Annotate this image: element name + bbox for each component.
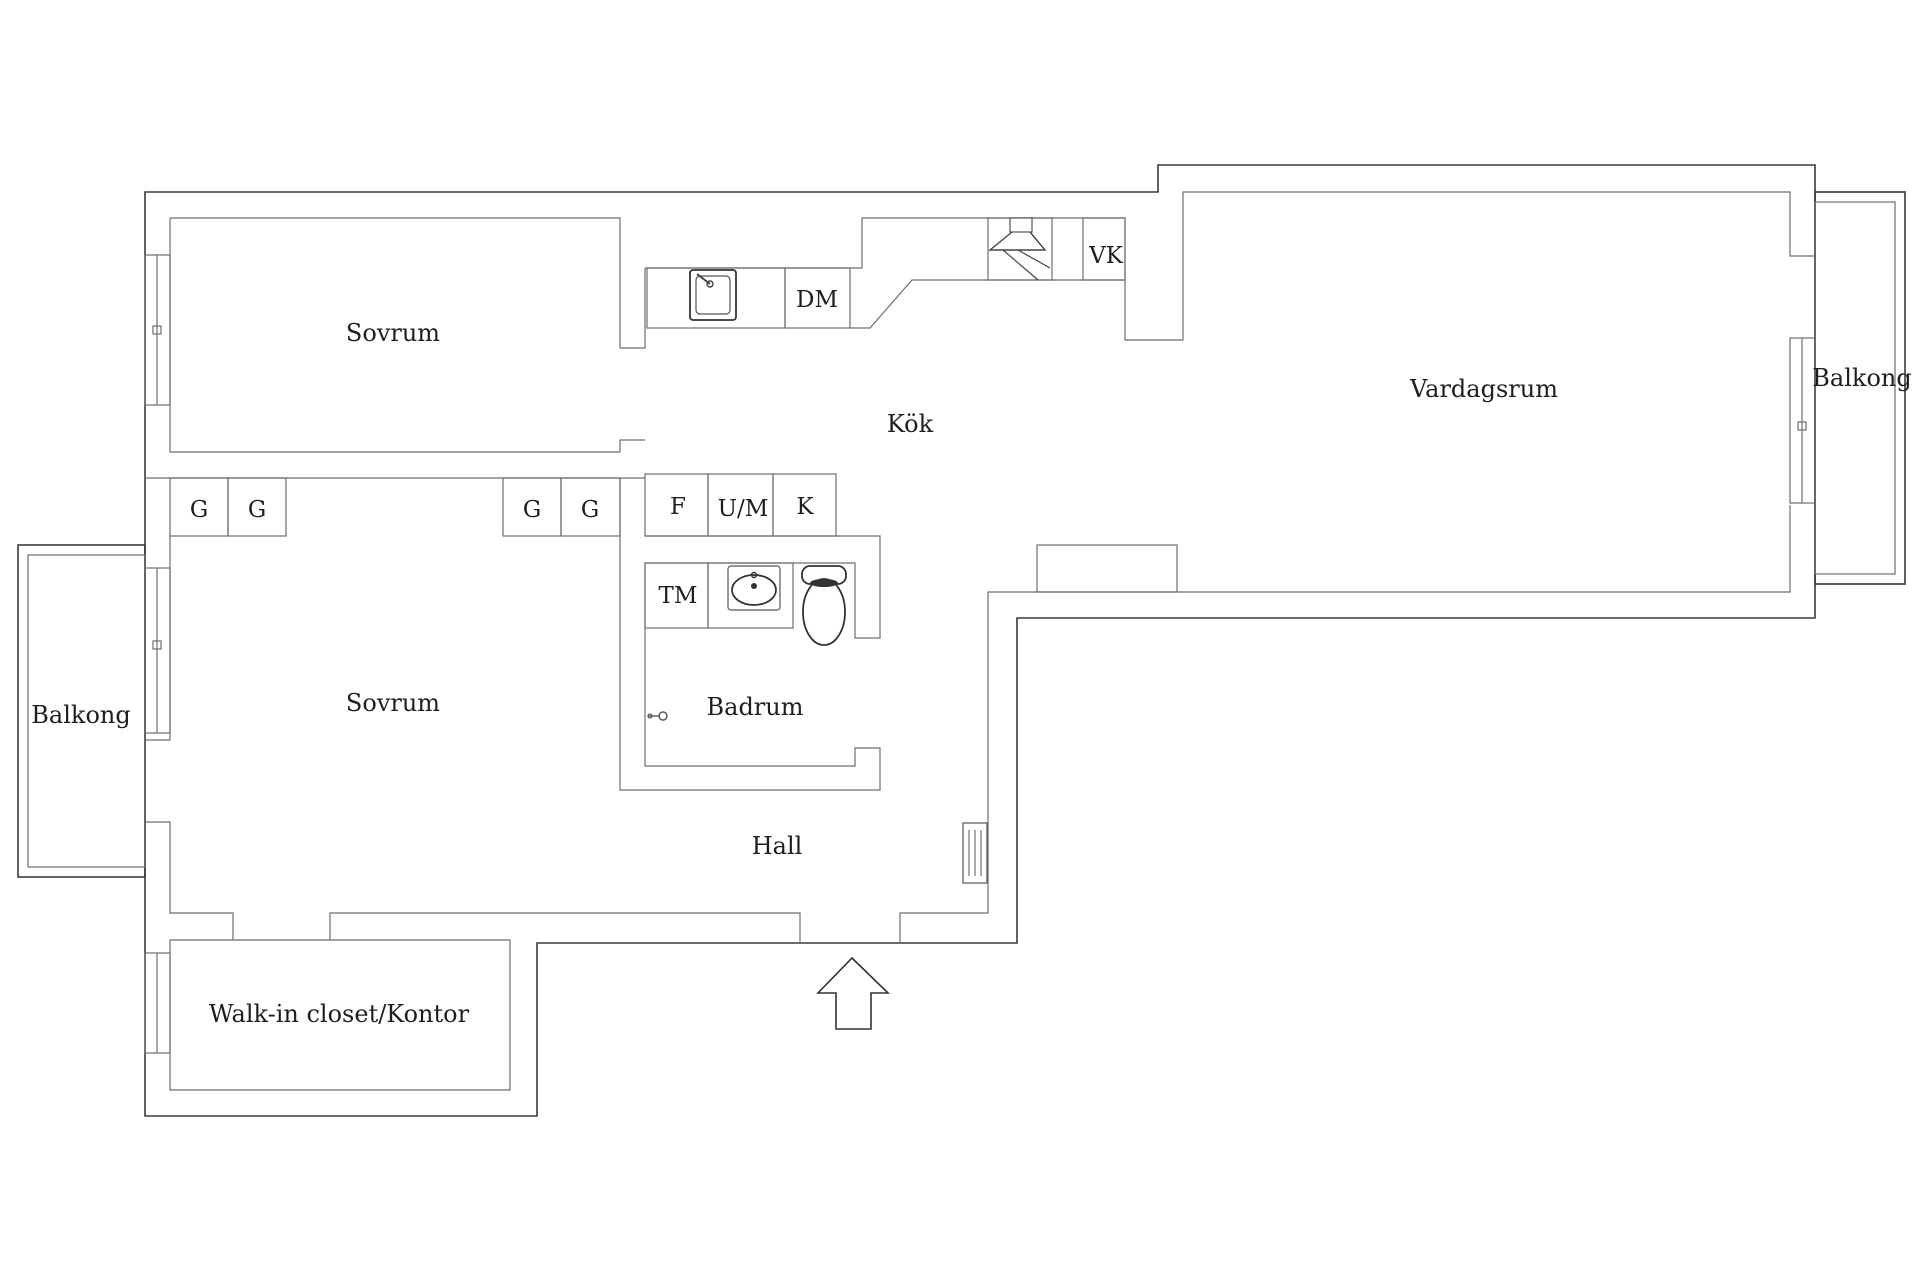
outer-wall — [144, 164, 1816, 1117]
sink-icon — [689, 269, 737, 321]
inner-wall-top-left — [170, 217, 646, 349]
label-g2: G — [248, 497, 266, 523]
label-badrum: Badrum — [707, 693, 804, 721]
label-vk: VK — [1088, 243, 1124, 269]
wall-hall-bottom-right — [899, 591, 1017, 943]
inner-wall-kitchen-top — [645, 191, 1815, 341]
wall-hall-left — [145, 821, 234, 940]
bathroom-sink-counter — [707, 562, 794, 629]
living-room-niche — [1036, 544, 1178, 593]
label-hall: Hall — [752, 832, 803, 860]
label-f: F — [670, 494, 686, 520]
label-um: U/M — [718, 496, 769, 522]
radiator-icon — [962, 822, 988, 884]
washbasin-icon — [727, 565, 781, 611]
kitchen-counter-angle — [850, 279, 1125, 329]
wall-hall-bottom — [329, 912, 801, 943]
inner-wall-right — [1017, 505, 1791, 593]
label-g3: G — [523, 497, 541, 523]
window-handle-right — [1797, 421, 1807, 431]
label-g4: G — [581, 497, 599, 523]
wall-sovrum-bottom-left — [145, 536, 171, 741]
label-sovrum-bottom: Sovrum — [346, 689, 440, 717]
window-handle-top — [152, 325, 162, 335]
label-dm: DM — [796, 287, 838, 313]
entrance-arrow-icon — [816, 956, 890, 1030]
toilet-icon — [801, 565, 847, 646]
shower-icon — [647, 711, 668, 721]
vk-unit — [1082, 217, 1126, 281]
label-kok: Kök — [887, 410, 934, 438]
label-balkong-right: Balkong — [1812, 364, 1911, 392]
label-tm: TM — [659, 583, 698, 609]
label-k: K — [796, 494, 814, 520]
dishwasher-unit — [784, 267, 851, 329]
label-balkong-left: Balkong — [31, 701, 130, 729]
label-sovrum-top: Sovrum — [346, 319, 440, 347]
wardrobe-2 — [227, 477, 287, 537]
window-handle-bottom — [152, 640, 162, 650]
label-g1: G — [190, 497, 208, 523]
stove-hood-icon — [988, 217, 1051, 281]
bathroom-wall — [619, 478, 881, 791]
label-vardagsrum: Vardagsrum — [1409, 375, 1558, 403]
label-walk-in: Walk-in closet/Kontor — [209, 1000, 470, 1028]
